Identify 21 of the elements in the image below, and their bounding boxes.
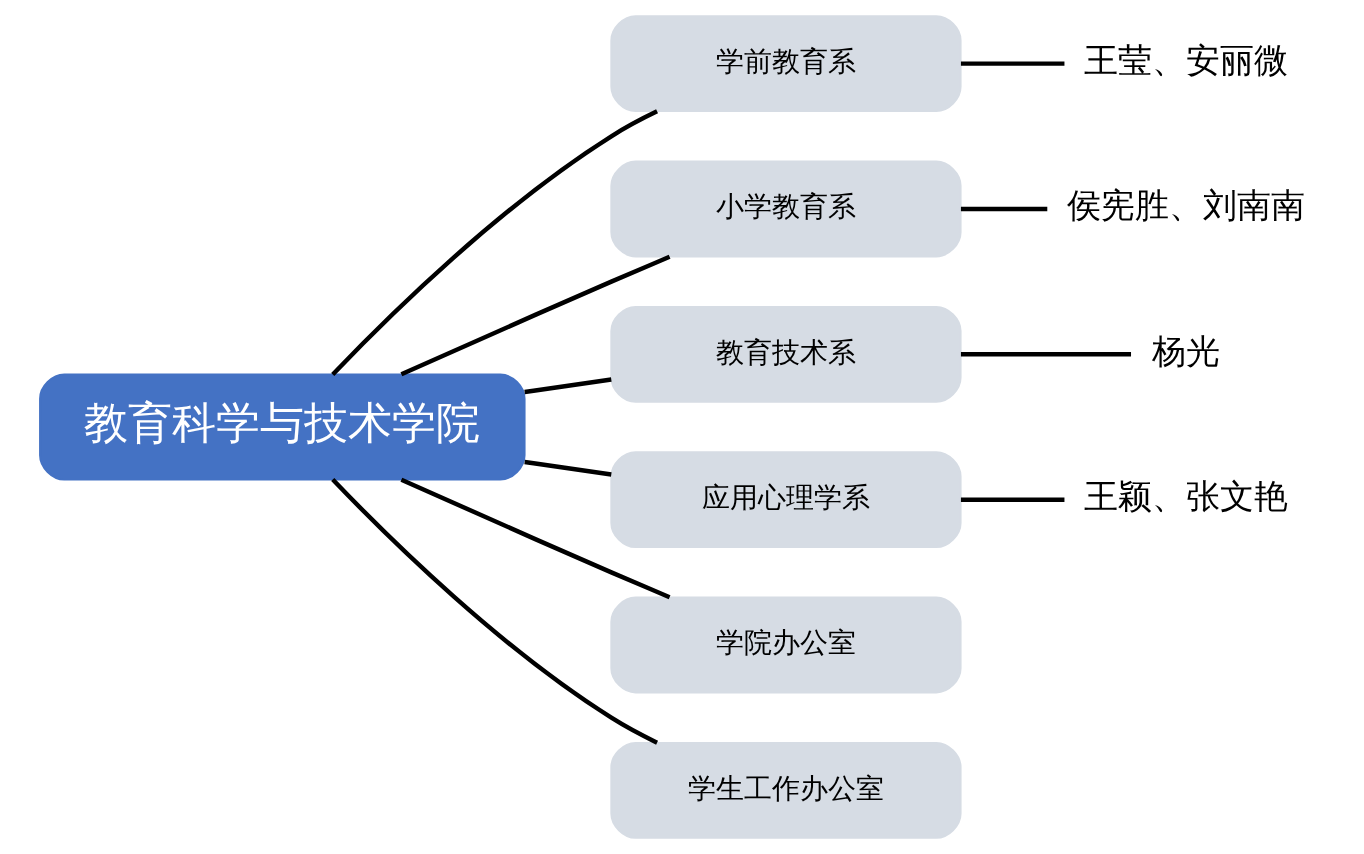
- node-text: 王颖、张文艳: [1083, 475, 1288, 516]
- node-box: 应用心理学系: [610, 451, 962, 549]
- connector: [400, 477, 671, 600]
- connector: [400, 254, 671, 377]
- node-box: 教育技术系: [610, 305, 962, 403]
- node-box: 小学教育系: [610, 160, 962, 258]
- connector: [524, 377, 612, 395]
- connector: [960, 61, 1065, 66]
- node-box: 学生工作办公室: [610, 741, 962, 839]
- connector: [331, 477, 659, 745]
- node-box: 学前教育系: [610, 15, 962, 113]
- node-box: 教育科学与技术学院: [39, 373, 526, 481]
- connector: [524, 459, 612, 477]
- node-text: 杨光: [1151, 330, 1220, 371]
- connector: [960, 352, 1131, 357]
- connector: [960, 497, 1065, 502]
- node-text: 侯宪胜、刘南南: [1066, 185, 1305, 226]
- node-text: 王莹、安丽微: [1083, 39, 1288, 80]
- connector: [960, 206, 1048, 212]
- node-box: 学院办公室: [610, 596, 962, 694]
- connector: [331, 109, 659, 377]
